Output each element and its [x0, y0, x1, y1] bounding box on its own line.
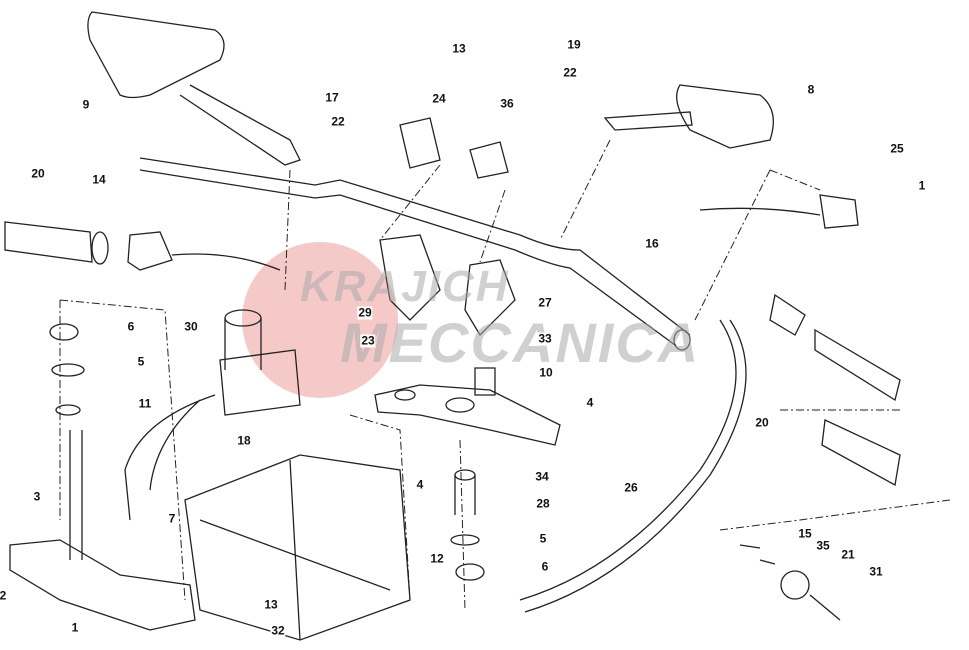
callout-33: 33 [537, 331, 553, 346]
callout-5: 5 [538, 531, 548, 546]
callout-22: 22 [330, 114, 346, 129]
callout-14: 14 [91, 172, 107, 187]
callout-6: 6 [126, 319, 136, 334]
throttle-cables [519, 319, 747, 613]
callout-2: 2 [0, 588, 8, 603]
callout-32: 32 [270, 623, 286, 638]
left-mirror [87, 11, 301, 166]
lower-parts [450, 469, 841, 621]
callout-25: 25 [889, 141, 905, 156]
callout-10: 10 [538, 365, 554, 380]
callout-15: 15 [797, 526, 813, 541]
callout-13: 13 [451, 41, 467, 56]
callout-28: 28 [535, 496, 551, 511]
assembly-lines [59, 139, 951, 611]
callout-26: 26 [623, 480, 639, 495]
steering-stem [9, 323, 196, 631]
ignition-switch [124, 309, 301, 521]
watermark-line1: KRAJICH [300, 262, 510, 311]
callout-9: 9 [81, 97, 91, 112]
callout-23: 23 [360, 333, 376, 348]
callout-1: 1 [917, 178, 927, 193]
watermark-line2: MECCANICA [340, 311, 701, 374]
left-grip [4, 221, 281, 271]
callout-1: 1 [70, 620, 80, 635]
right-mirror [603, 84, 774, 149]
callout-36: 36 [499, 96, 515, 111]
callout-6: 6 [540, 559, 550, 574]
callout-5: 5 [136, 354, 146, 369]
handlebar [139, 157, 691, 351]
callout-24: 24 [431, 91, 447, 106]
callout-12: 12 [429, 551, 445, 566]
callout-31: 31 [868, 564, 884, 579]
callout-21: 21 [840, 547, 856, 562]
callout-13: 13 [263, 597, 279, 612]
callout-7: 7 [167, 511, 177, 526]
callout-34: 34 [534, 469, 550, 484]
callout-20: 20 [754, 415, 770, 430]
callout-8: 8 [806, 82, 816, 97]
callout-4: 4 [585, 395, 595, 410]
callout-18: 18 [236, 433, 252, 448]
watermark-disc [242, 242, 398, 398]
top-triple-clamp [374, 117, 561, 446]
callout-4: 4 [415, 477, 425, 492]
callout-29: 29 [357, 305, 373, 320]
callout-17: 17 [324, 90, 340, 105]
callout-35: 35 [815, 538, 831, 553]
callout-16: 16 [644, 236, 660, 251]
callout-30: 30 [183, 319, 199, 334]
frame [184, 454, 411, 641]
right-switch-and-grip [699, 194, 901, 487]
callout-11: 11 [137, 396, 153, 411]
callout-27: 27 [537, 295, 553, 310]
callout-20: 20 [30, 166, 46, 181]
callout-22: 22 [562, 65, 578, 80]
callout-3: 3 [32, 489, 42, 504]
callout-19: 19 [566, 37, 582, 52]
